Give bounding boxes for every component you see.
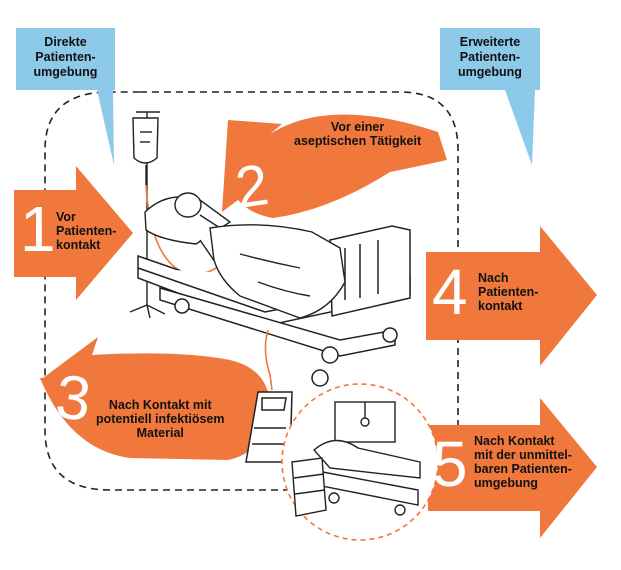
moment-4-label: Nach Patienten- kontakt	[478, 271, 539, 313]
moment-4-number: 4	[432, 256, 468, 328]
callout-direct-shape	[16, 28, 115, 165]
moment-5-label: Nach Kontakt mit der unmittel- baren Pat…	[474, 434, 572, 490]
drainage-bag-icon	[245, 391, 293, 463]
callout-direct: Direkte Patienten- umgebung	[33, 35, 98, 79]
arrow-1	[14, 166, 133, 300]
moment-3-number: 3	[52, 362, 95, 435]
moment-1-number: 1	[20, 193, 56, 265]
patient-zone-boundary	[44, 91, 459, 491]
drainage-tube	[264, 329, 273, 391]
arrow-5	[428, 398, 597, 538]
arrow-2	[222, 114, 447, 218]
arrow-3	[40, 337, 271, 460]
bedside-cabinet-icon	[291, 457, 327, 517]
callout-extended-shape	[440, 28, 540, 165]
patient-icon	[144, 192, 346, 319]
moment-1-label: Vor Patienten- kontakt	[56, 210, 117, 252]
empty-bed-icon	[311, 401, 421, 516]
moment-2-label: Vor einer aseptischen Tätigkeit	[294, 120, 422, 148]
moment-5-number: 5	[432, 428, 468, 500]
arrow-4	[426, 226, 597, 366]
moment-3-label: Nach Kontakt mit potentiell infektiösem …	[96, 398, 225, 440]
callout-extended: Erweiterte Patienten- umgebung	[458, 35, 522, 79]
iv-drip-icon	[129, 111, 166, 319]
